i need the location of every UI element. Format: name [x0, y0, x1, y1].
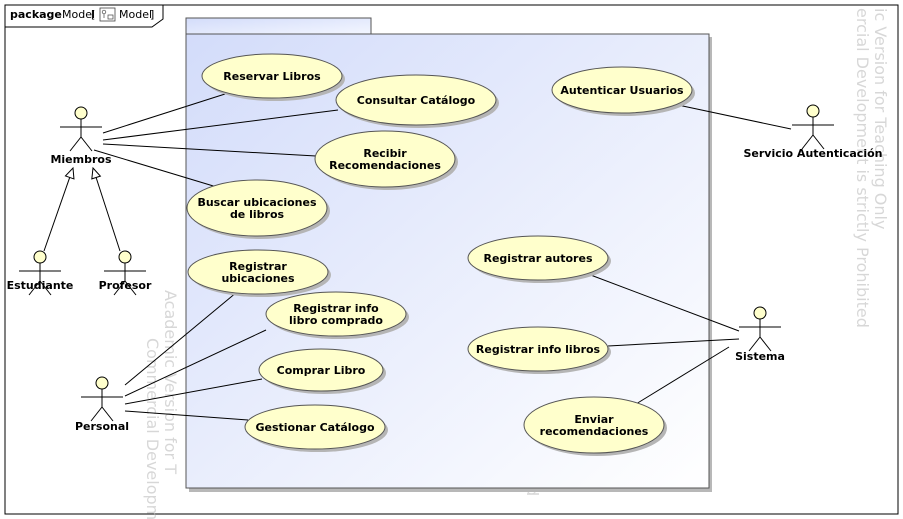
- association-miembros-buscar-ubicaciones[interactable]: [93, 149, 221, 189]
- association-personal-comprar-libro[interactable]: [124, 378, 263, 405]
- actor-label: Sistema: [735, 350, 785, 363]
- use-case-label: Registrar autores: [484, 252, 593, 265]
- generalization-line: [95, 177, 121, 252]
- generalization-line: [43, 177, 71, 252]
- use-case-label: Comprar Libro: [277, 364, 366, 377]
- association-layer: [43, 93, 792, 421]
- actor-sistema[interactable]: Sistema: [735, 306, 785, 363]
- association-miembros-recibir-recomendaciones[interactable]: [102, 143, 317, 157]
- actor-label: Servicio Autenticación: [744, 147, 883, 160]
- watermark-text: Commercial Developm: [143, 338, 162, 519]
- model-icon: [99, 7, 116, 22]
- actor-figure-icon: [104, 250, 146, 296]
- use-case-label: Registrar info: [293, 302, 379, 315]
- actor-figure-icon: [60, 106, 102, 152]
- actor-label: Estudiante: [7, 279, 74, 292]
- actor-miembros[interactable]: Miembros: [50, 106, 112, 166]
- watermark-text: ic Version for Teaching Only: [871, 8, 890, 229]
- use-case-registrar-autores[interactable]: Registrar autores: [467, 235, 611, 283]
- watermark-group: ic Version for Teaching Only ercial Deve…: [143, 8, 890, 519]
- actor-servicio-autenticacion[interactable]: Servicio Autenticación: [744, 104, 883, 160]
- use-case-label: Consultar Catálogo: [357, 94, 476, 107]
- use-case-ellipse: [186, 179, 328, 237]
- use-case-label: Enviar: [574, 413, 614, 426]
- use-case-ellipse: [467, 326, 609, 372]
- association-servicio-autenticacion-autenticar-usuarios[interactable]: [677, 104, 792, 130]
- association-personal-registrar-info-libro-comprado[interactable]: [124, 329, 267, 397]
- use-case-ellipse: [244, 404, 386, 450]
- use-case-label: ubicaciones: [221, 272, 295, 285]
- use-case-ellipse: [523, 396, 665, 454]
- generalization-arrowhead: [91, 166, 102, 180]
- package-tab: [185, 17, 372, 35]
- use-case-label: Recomendaciones: [329, 159, 441, 172]
- use-case-gestionar-catalogo[interactable]: Gestionar Catálogo: [244, 404, 388, 452]
- use-case-autenticar-usuarios[interactable]: Autenticar Usuarios: [551, 66, 695, 116]
- actor-profesor[interactable]: Profesor: [99, 250, 152, 296]
- use-case-ellipse: [187, 249, 329, 295]
- use-case-registrar-info-libros[interactable]: Registrar info libros: [467, 326, 611, 374]
- watermark-text: Academic Version for T: [161, 290, 180, 474]
- use-case-reservar-libros[interactable]: Reservar Libros: [201, 53, 345, 101]
- use-case-ellipse: [314, 130, 456, 188]
- actor-estudiante[interactable]: Estudiante: [7, 250, 74, 296]
- frame-bracket-open: [: [91, 8, 95, 21]
- use-case-label: Recibir: [363, 147, 407, 160]
- generalization-estudiante-miembros[interactable]: [43, 166, 75, 252]
- frame-header-tab: [4, 4, 164, 28]
- actor-label: Personal: [75, 420, 129, 433]
- use-case-label: recomendaciones: [540, 425, 649, 438]
- frame-name: Model: [62, 8, 95, 21]
- association-personal-gestionar-catalogo[interactable]: [124, 410, 249, 421]
- actor-figure-icon: [81, 376, 123, 422]
- actor-label: Miembros: [50, 153, 111, 166]
- use-case-label: Gestionar Catálogo: [255, 421, 375, 434]
- generalization-profesor-miembros[interactable]: [91, 166, 121, 252]
- use-case-label: Registrar: [229, 260, 287, 273]
- actor-figure-icon: [792, 104, 834, 150]
- use-case-ellipse: [335, 74, 497, 126]
- use-case-ellipse: [201, 53, 343, 99]
- use-case-consultar-catalogo[interactable]: Consultar Catálogo: [335, 74, 499, 128]
- use-case-comprar-libro[interactable]: Comprar Libro: [258, 348, 386, 394]
- generalization-arrowhead: [64, 166, 75, 180]
- watermark-text: ercial Development is strictly Prohibite…: [853, 8, 872, 328]
- use-case-label: de libros: [230, 208, 285, 221]
- actor-figure-icon: [19, 250, 61, 296]
- frame-tab-label: Model: [119, 8, 152, 21]
- use-case-ellipse: [467, 235, 609, 281]
- use-case-ellipse: [551, 66, 693, 114]
- use-case-ellipse: [265, 291, 407, 337]
- association-miembros-reservar-libros[interactable]: [102, 93, 226, 134]
- use-case-label: Buscar ubicaciones: [197, 196, 317, 209]
- association-sistema-enviar-recomendaciones[interactable]: [635, 346, 730, 405]
- association-miembros-consultar-catalogo[interactable]: [102, 109, 339, 141]
- frame-keyword: package: [10, 8, 62, 21]
- actor-figure-icon: [739, 306, 781, 352]
- actor-label: Profesor: [99, 279, 152, 292]
- use-case-label: Autenticar Usuarios: [560, 84, 684, 97]
- association-personal-registrar-ubicaciones[interactable]: [124, 291, 238, 386]
- frame-bracket-close: ]: [150, 8, 154, 21]
- actor-personal[interactable]: Personal: [75, 376, 129, 433]
- use-case-label: libro comprado: [289, 314, 383, 327]
- use-case-ellipse: [258, 348, 384, 392]
- use-case-label: Reservar Libros: [223, 70, 321, 83]
- association-sistema-registrar-autores[interactable]: [587, 273, 740, 332]
- association-sistema-registrar-info-libros[interactable]: [607, 338, 740, 347]
- use-case-label: Registrar info libros: [476, 343, 601, 356]
